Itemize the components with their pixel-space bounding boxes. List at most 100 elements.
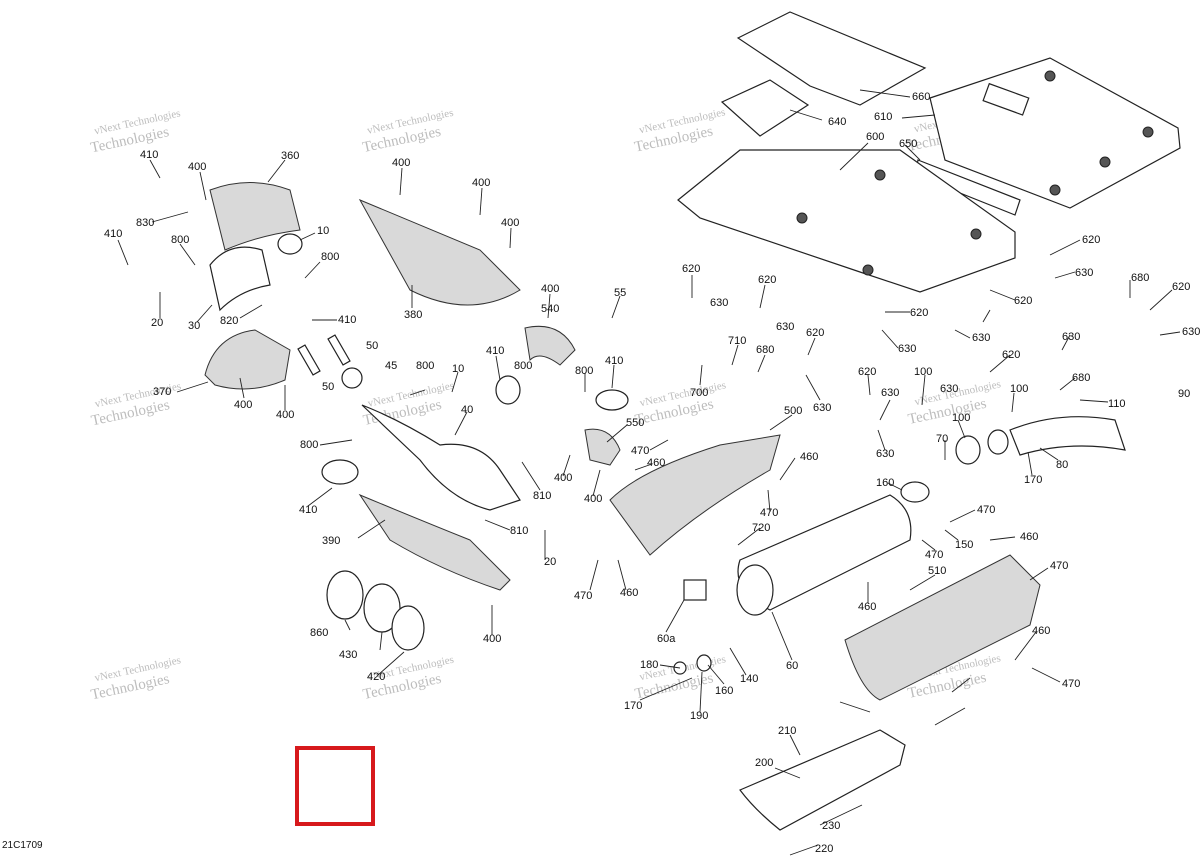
callout-label: 470 (574, 590, 592, 602)
callout-label: 20 (151, 317, 163, 329)
callout-label: 50 (322, 381, 334, 393)
callout-label: 410 (605, 355, 623, 367)
callout-label: 680 (756, 344, 774, 356)
callout-label: 620 (858, 366, 876, 378)
bracket-200 (739, 729, 906, 831)
callout-label: 550 (626, 417, 644, 429)
callout-label: 200 (755, 757, 773, 769)
callout-label: 680 (1072, 372, 1090, 384)
callout-label: 620 (1082, 234, 1100, 246)
callout-label: 410 (140, 149, 158, 161)
callout-labels: 410 400 360 830 410 800 10 800 20 30 820… (104, 91, 1200, 855)
plate-610-cutout (982, 82, 1030, 116)
highlight-box (295, 746, 375, 826)
callout-label: 810 (533, 490, 551, 502)
clamp-410-right (595, 389, 629, 411)
callout-label: 20 (544, 556, 556, 568)
callout-label: 220 (815, 843, 833, 855)
callout-label: 400 (234, 399, 252, 411)
callout-label: 30 (188, 320, 200, 332)
manifold-group (204, 182, 629, 651)
callout-label: 180 (640, 659, 658, 671)
spring-45 (341, 367, 363, 389)
adapter-80 (900, 481, 930, 503)
callout-label: 410 (338, 314, 356, 326)
callout-label: 860 (310, 627, 328, 639)
callout-label: 45 (385, 360, 397, 372)
callout-label: 630 (1075, 267, 1093, 279)
header-pipe-40 (361, 404, 521, 511)
bracket-60a (683, 579, 707, 601)
callout-label: 210 (778, 725, 796, 737)
clamp-410-center (495, 375, 521, 405)
callout-label: 830 (136, 217, 154, 229)
plate-grommet (1044, 70, 1056, 82)
callout-label: 510 (928, 565, 946, 577)
callout-label: 140 (740, 673, 758, 685)
leader-lines (117, 89, 1181, 856)
callout-label: 630 (710, 297, 728, 309)
callout-label: 460 (1020, 531, 1038, 543)
callout-label: 160 (876, 477, 894, 489)
callout-label: 620 (1002, 349, 1020, 361)
callout-label: 630 (876, 448, 894, 460)
callout-label: 460 (858, 601, 876, 613)
heat-shield-510 (844, 554, 1041, 701)
callout-label: 360 (281, 150, 299, 162)
callout-label: 400 (392, 157, 410, 169)
plate-640 (720, 79, 810, 137)
callout-label: 170 (1024, 474, 1042, 486)
callout-label: 150 (955, 539, 973, 551)
callout-label: 460 (647, 457, 665, 469)
callout-label: 430 (339, 649, 357, 661)
clamp-860 (326, 570, 364, 620)
callout-label: 680 (1131, 272, 1149, 284)
muffler-group (609, 416, 1126, 831)
plate-grommet (1099, 156, 1111, 168)
callout-label: 620 (806, 327, 824, 339)
callout-label: 470 (631, 445, 649, 457)
callout-label: 470 (977, 504, 995, 516)
grommet-160 (696, 654, 712, 672)
drawing-reference-code: 21C1709 (2, 840, 43, 851)
callout-label: 710 (728, 335, 746, 347)
callout-label: 650 (899, 138, 917, 150)
clamp-410 (321, 459, 359, 485)
callout-label: 630 (1062, 331, 1080, 343)
callout-label: 60a (657, 633, 676, 645)
callout-label: 630 (1182, 326, 1200, 338)
callout-label: 470 (925, 549, 943, 561)
plate-660 (736, 11, 927, 106)
plate-grommet (1049, 184, 1061, 196)
callout-label: 230 (822, 820, 840, 832)
callout-label: 820 (220, 315, 238, 327)
callout-label: 400 (188, 161, 206, 173)
callout-label: 80 (1056, 459, 1068, 471)
callout-label: 720 (752, 522, 770, 534)
skid-plate-assembly (677, 11, 1181, 293)
callout-label: 460 (620, 587, 638, 599)
callout-label: 460 (1032, 625, 1050, 637)
callout-label: 100 (914, 366, 932, 378)
callout-label: 630 (940, 383, 958, 395)
callout-label: 380 (404, 309, 422, 321)
callout-label: 630 (898, 343, 916, 355)
callout-label: 460 (800, 451, 818, 463)
callout-label: 800 (321, 251, 339, 263)
callout-label: 800 (300, 439, 318, 451)
callout-label: 420 (367, 671, 385, 683)
callout-label: 630 (881, 387, 899, 399)
callout-label: 400 (472, 177, 490, 189)
gasket-90 (955, 435, 981, 465)
plate-grommet (862, 264, 874, 276)
callout-label: 620 (682, 263, 700, 275)
callout-label: 160 (715, 685, 733, 697)
plate-grommet (1142, 126, 1154, 138)
callout-label: 50 (366, 340, 378, 352)
callout-label: 800 (575, 365, 593, 377)
heat-shield-360 (209, 182, 301, 251)
callout-label: 470 (1062, 678, 1080, 690)
plate-grommet (874, 169, 886, 181)
callout-label: 800 (416, 360, 434, 372)
callout-label: 10 (452, 363, 464, 375)
